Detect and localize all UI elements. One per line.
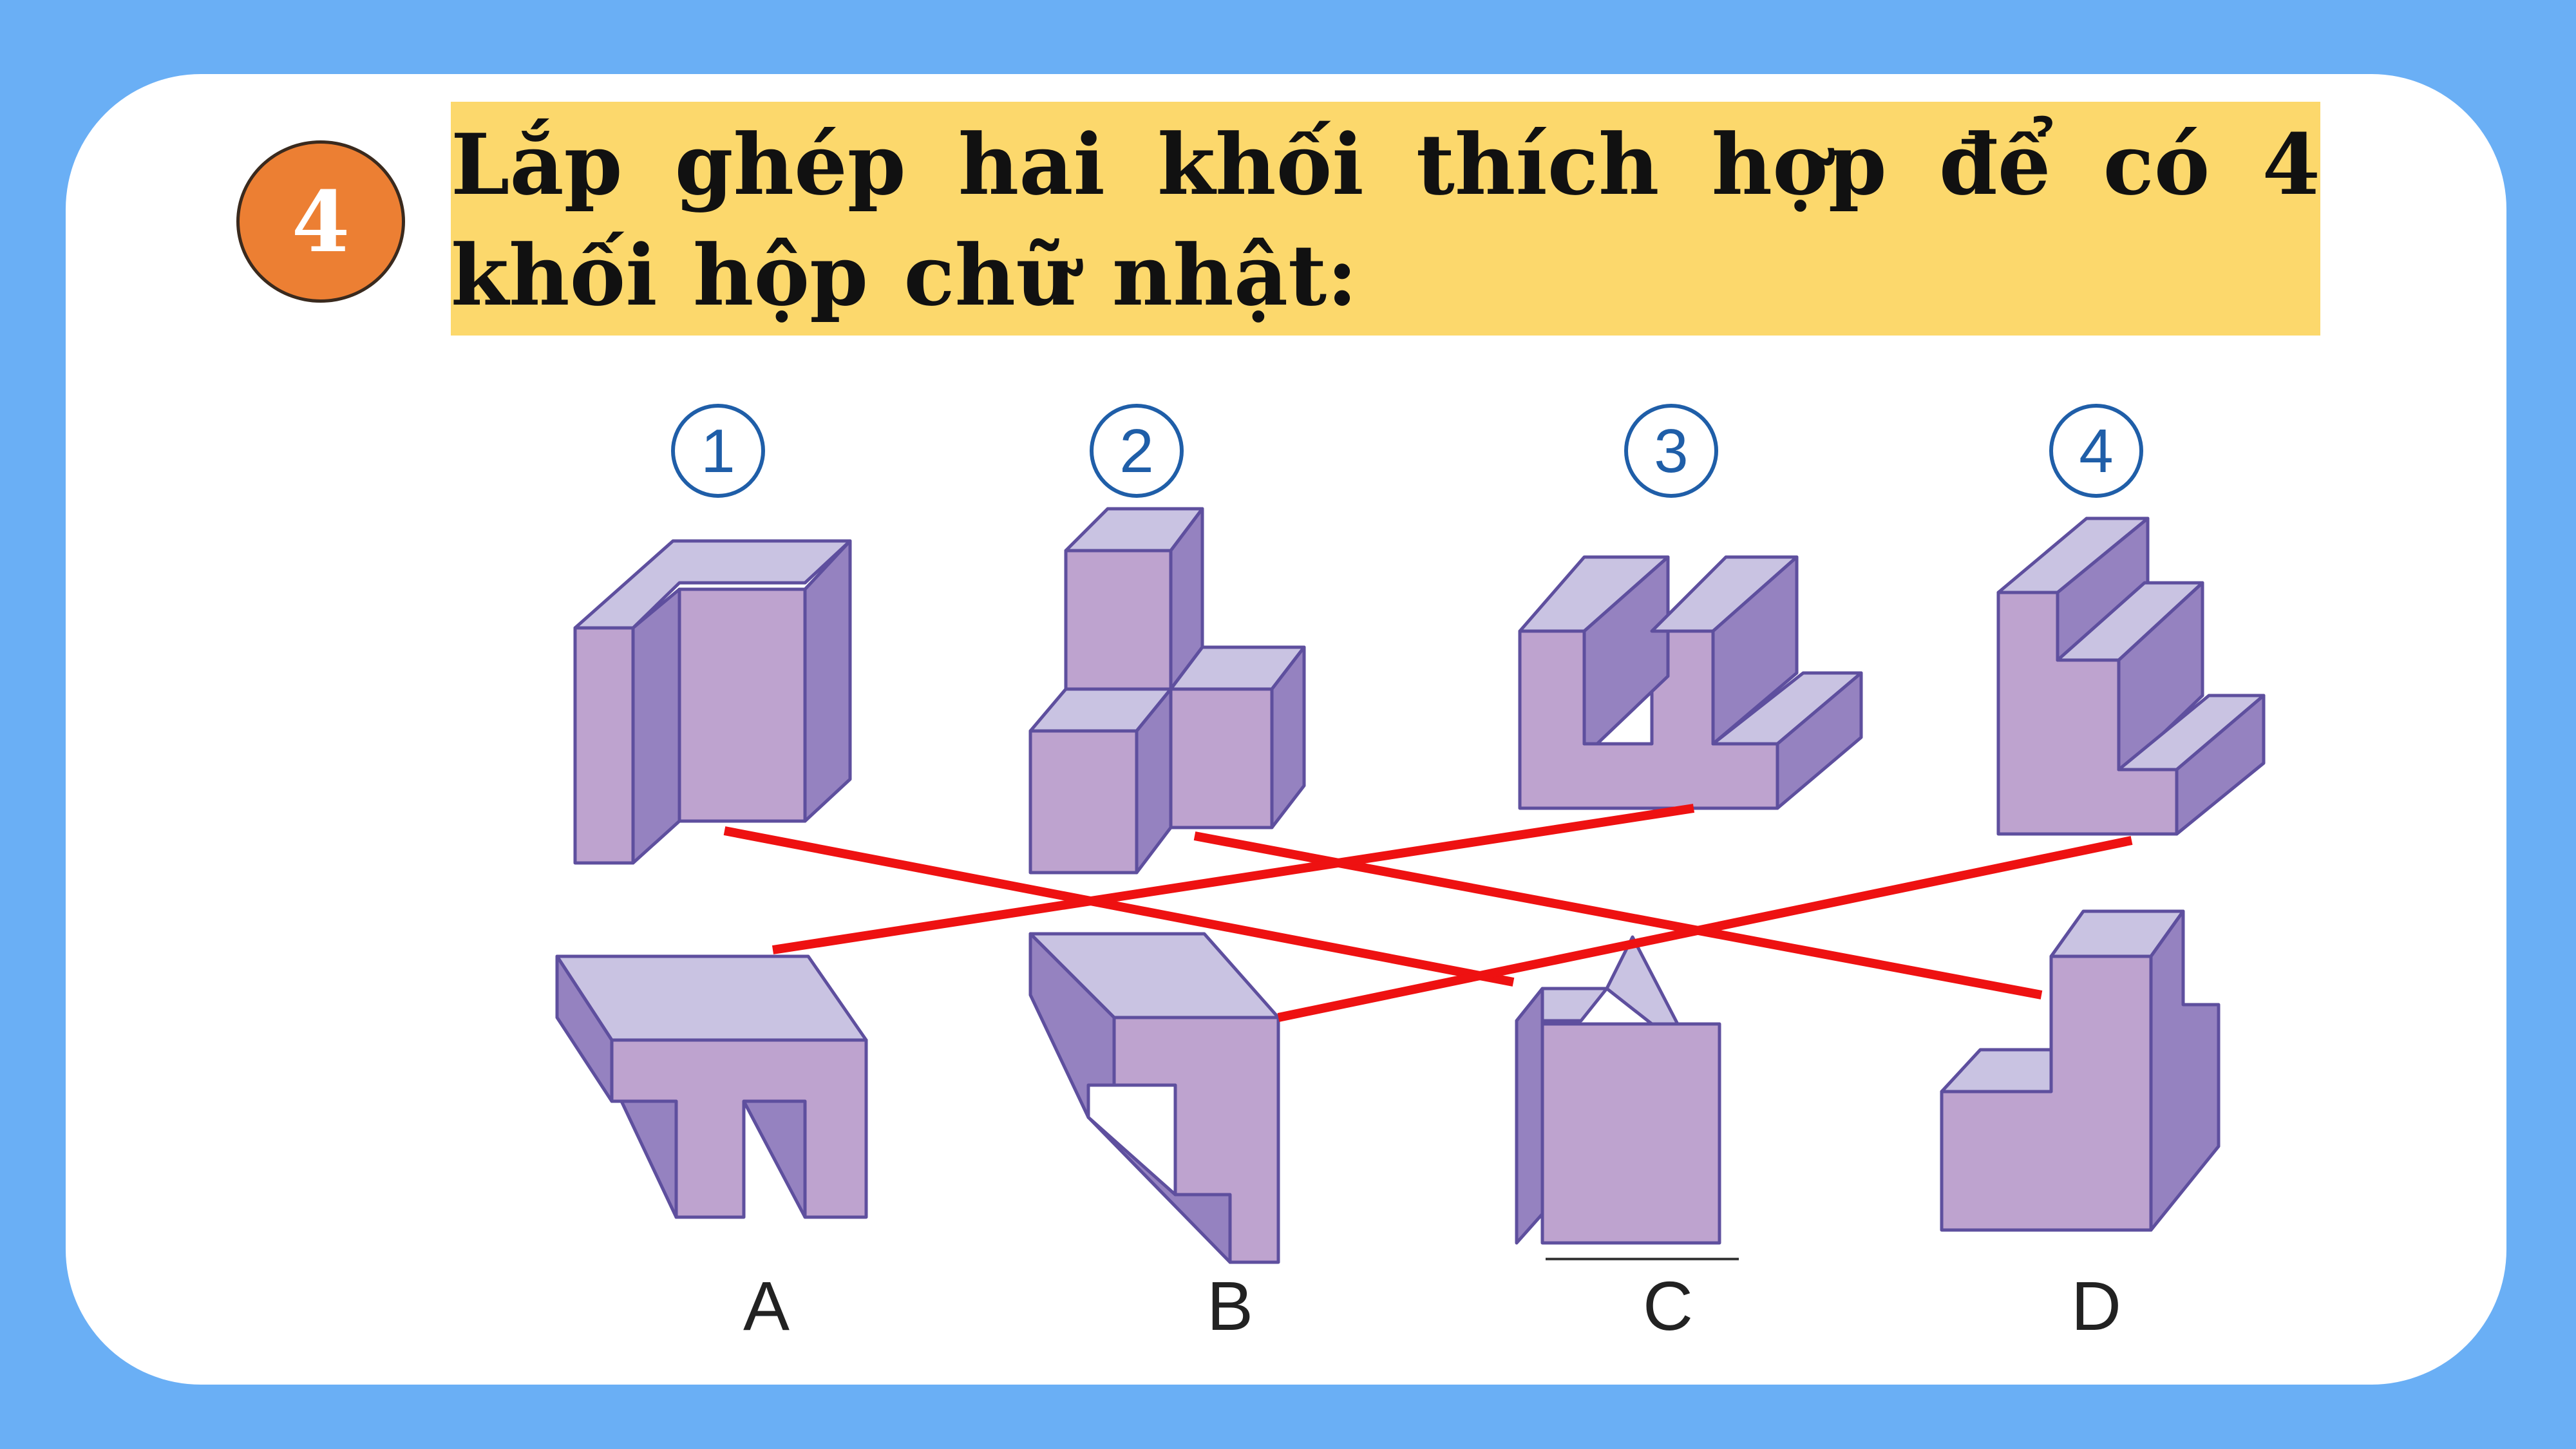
block-4[interactable] [1996, 516, 2266, 836]
letter-label-b: B [1207, 1267, 1253, 1345]
letter-label-c: C [1643, 1267, 1693, 1345]
block-d[interactable] [1940, 909, 2221, 1232]
number-label-1: 1 [701, 417, 735, 486]
number-circle-2 [1090, 404, 1184, 498]
letter-label-a: A [743, 1267, 790, 1345]
exercise-number-badge: 4 [236, 140, 405, 303]
letter-label-d: D [2071, 1267, 2121, 1345]
number-label-4: 4 [2079, 417, 2113, 486]
block-b[interactable] [1028, 932, 1280, 1264]
letter-labels: A B C D [743, 1267, 2121, 1345]
number-circle-1 [671, 404, 765, 498]
number-circle-3 [1624, 404, 1718, 498]
match-line-4-b [1277, 836, 2133, 1022]
number-label-2: 2 [1119, 417, 1153, 486]
number-label-3: 3 [1654, 417, 1688, 486]
block-3[interactable] [1518, 555, 1863, 810]
match-lines [723, 804, 2133, 1022]
block-2[interactable] [1028, 507, 1306, 875]
match-line-1-c [723, 826, 1515, 987]
block-a[interactable] [555, 954, 868, 1219]
block-c[interactable] [1515, 935, 1739, 1260]
block-1[interactable] [573, 539, 852, 865]
number-circle-4 [2049, 404, 2143, 498]
title-highlight [451, 102, 2320, 336]
exercise-title: Lắp ghép hai khối thích hợp để có 4 khối… [451, 115, 2320, 325]
number-circles: 1 2 3 4 [671, 404, 2143, 498]
match-line-3-a [772, 804, 1695, 954]
